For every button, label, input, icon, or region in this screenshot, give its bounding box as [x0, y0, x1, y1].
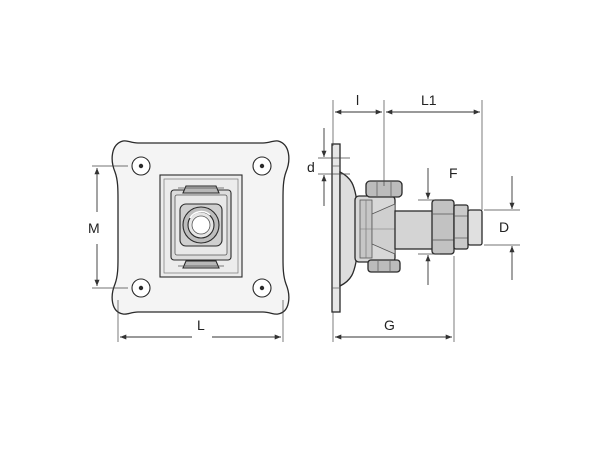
dimension-d-small: d — [307, 128, 350, 206]
label-l1: L1 — [421, 92, 437, 108]
front-view — [111, 140, 290, 315]
bottom-nut — [367, 259, 401, 273]
label-d-small: d — [307, 159, 315, 175]
dimension-small-l: l — [335, 92, 382, 115]
side-view — [331, 143, 483, 313]
side-base-plate — [331, 143, 341, 313]
central-nut — [179, 203, 223, 247]
threaded-shaft — [394, 199, 483, 255]
dimension-f: F — [418, 165, 458, 285]
dimension-m: M — [88, 165, 128, 289]
label-l: L — [197, 317, 205, 333]
side-web — [339, 170, 357, 288]
label-small-l: l — [356, 92, 359, 108]
dimension-d-large: D — [484, 176, 520, 280]
label-g: G — [384, 317, 395, 333]
label-m: M — [88, 220, 100, 236]
dimension-l: L — [117, 300, 284, 342]
label-d-large: D — [499, 219, 509, 235]
label-f: F — [449, 165, 458, 181]
dimension-g: G — [332, 256, 455, 342]
swivel-body — [354, 195, 396, 263]
dimension-l1: L1 — [386, 92, 480, 115]
